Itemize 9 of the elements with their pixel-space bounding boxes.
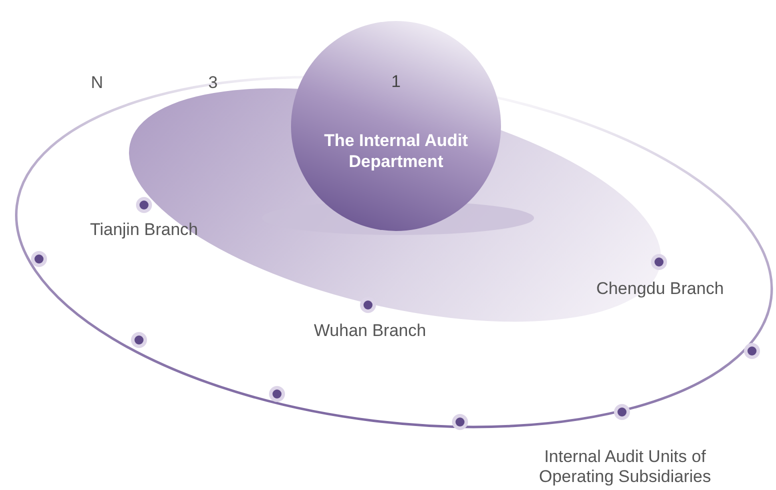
branch-label: Chengdu Branch — [595, 279, 725, 299]
orbit-number: 3 — [207, 73, 219, 93]
branch-label: Wuhan Branch — [312, 321, 428, 341]
orbit-number: 1 — [390, 72, 402, 92]
unit-label: Internal Audit Units of Operating Subsidiaries — [538, 447, 712, 487]
branch-label: Tianjin Branch — [88, 220, 200, 240]
orbit-number: N — [90, 73, 104, 93]
department-title: The Internal Audit Department — [323, 130, 469, 172]
department-circle — [290, 20, 502, 232]
